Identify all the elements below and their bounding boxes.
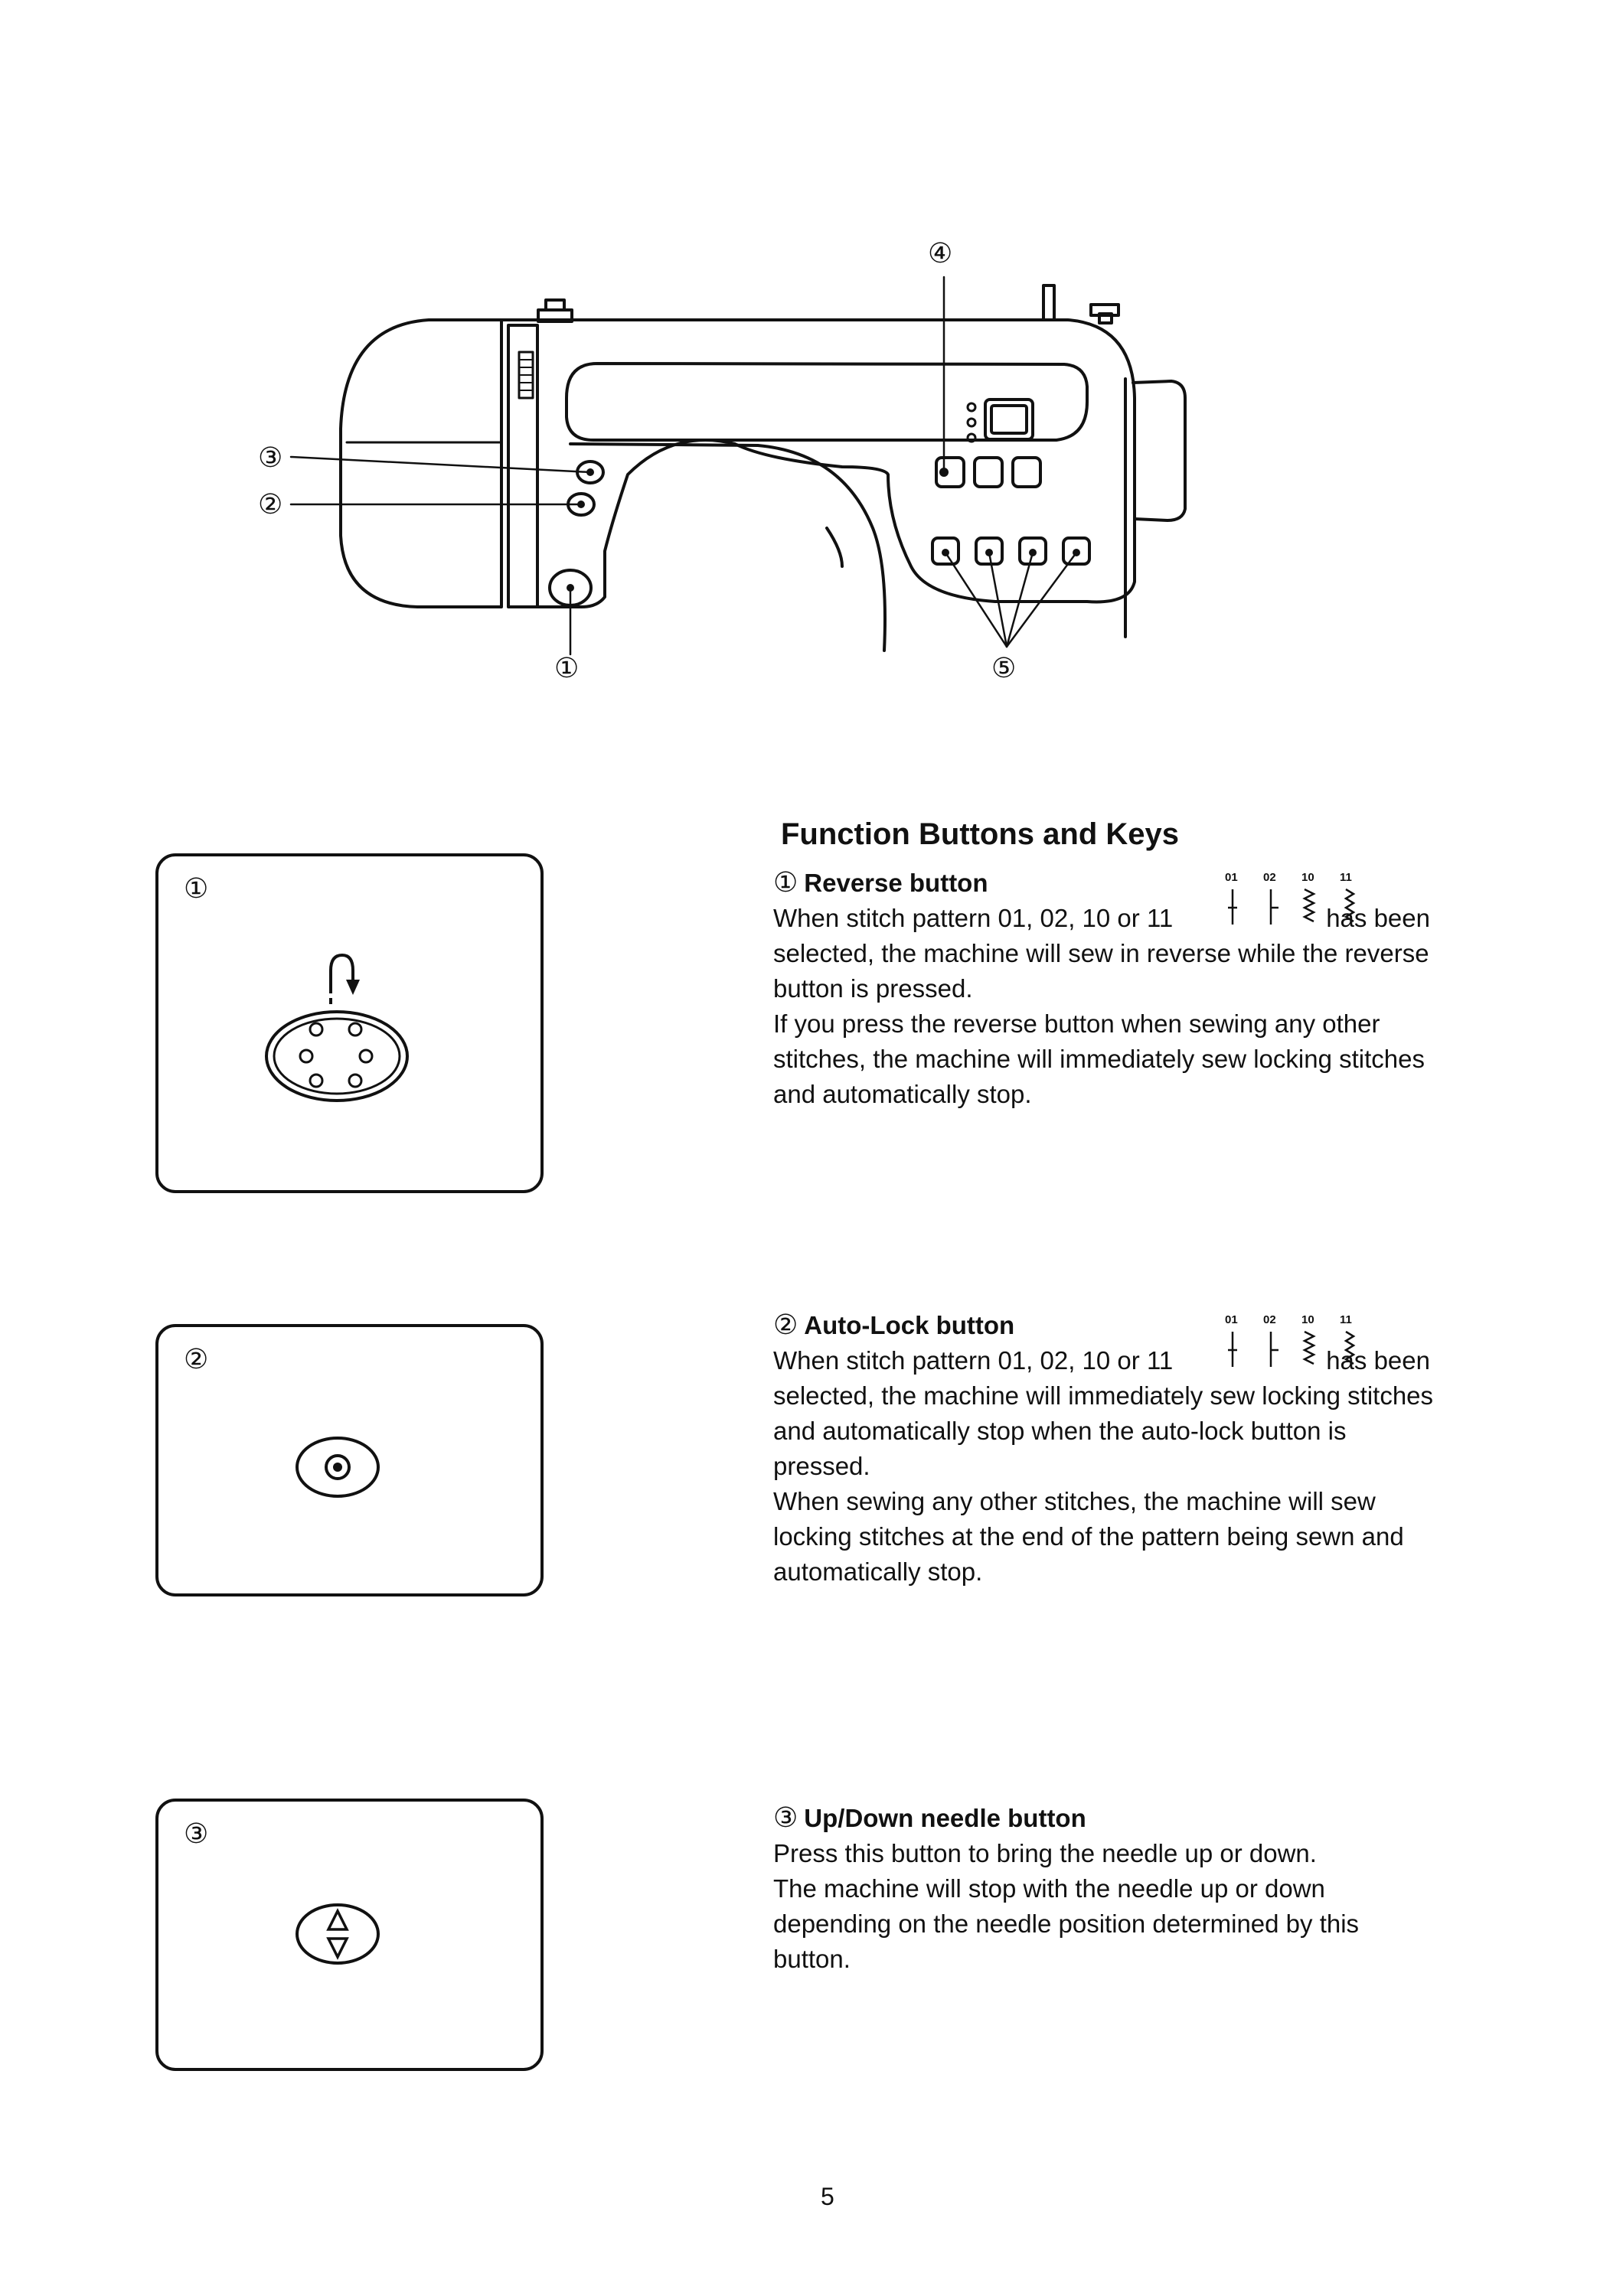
up-down-needle-icon bbox=[296, 1903, 380, 1965]
machine-arm-outline bbox=[500, 318, 1136, 608]
section-line: and automatically stop when the auto-loc… bbox=[773, 1417, 1347, 1445]
stitch-label-02: 02 bbox=[1263, 871, 1276, 884]
panel-number-2: ② bbox=[184, 1343, 209, 1375]
callout-5: ⑤ bbox=[991, 652, 1017, 683]
page-number: 5 bbox=[821, 2183, 834, 2210]
section-line: Press this button to bring the needle up… bbox=[773, 1839, 1317, 1867]
page-heading: Function Buttons and Keys bbox=[781, 817, 1179, 851]
callout-3: ③ bbox=[258, 442, 283, 473]
reverse-button-icon bbox=[265, 953, 409, 1102]
stitch-label-02: 02 bbox=[1263, 1313, 1276, 1326]
section-line: selected, the machine will sew in revers… bbox=[773, 939, 1429, 967]
section-line: stitches, the machine will immediately s… bbox=[773, 1045, 1425, 1073]
section-line: depending on the needle position determi… bbox=[773, 1910, 1360, 1938]
machine-head-outline bbox=[339, 318, 503, 608]
section-line: The machine will stop with the needle up… bbox=[773, 1874, 1325, 1903]
stitch-label-10: 10 bbox=[1301, 871, 1314, 884]
section-line: button. bbox=[773, 1945, 851, 1973]
reverse-button-panel bbox=[155, 853, 544, 1193]
stitch-pattern-icons: 01 02 10 11 bbox=[1223, 1313, 1369, 1368]
section-line: selected, the machine will immediately s… bbox=[773, 1381, 1434, 1410]
panel-number-1: ① bbox=[184, 872, 209, 904]
stitch-label-01: 01 bbox=[1225, 871, 1238, 884]
auto-lock-icon bbox=[296, 1437, 380, 1498]
section-line: locking stitches at the end of the patte… bbox=[773, 1522, 1404, 1551]
stitch-label-11: 11 bbox=[1340, 871, 1352, 884]
stitch-pattern-icons: 01 02 10 11 bbox=[1223, 871, 1369, 926]
stitch-label-01: 01 bbox=[1225, 1313, 1238, 1326]
updown-button-panel bbox=[155, 1799, 544, 2071]
stitch-label-11: 11 bbox=[1340, 1313, 1352, 1326]
section-line: If you press the reverse button when sew… bbox=[773, 1009, 1380, 1038]
section-line: When sewing any other stitches, the mach… bbox=[773, 1487, 1376, 1515]
section-line: and automatically stop. bbox=[773, 1080, 1032, 1108]
panel-number-3: ③ bbox=[184, 1818, 209, 1849]
stitch-label-10: 10 bbox=[1301, 1313, 1314, 1326]
section-line: automatically stop. bbox=[773, 1557, 983, 1586]
section-line: button is pressed. bbox=[773, 974, 973, 1003]
section-line: pressed. bbox=[773, 1452, 870, 1480]
autolock-button-panel bbox=[155, 1324, 544, 1596]
callout-1: ① bbox=[554, 652, 580, 683]
callout-2: ② bbox=[258, 488, 283, 520]
callout-4: ④ bbox=[928, 237, 953, 269]
